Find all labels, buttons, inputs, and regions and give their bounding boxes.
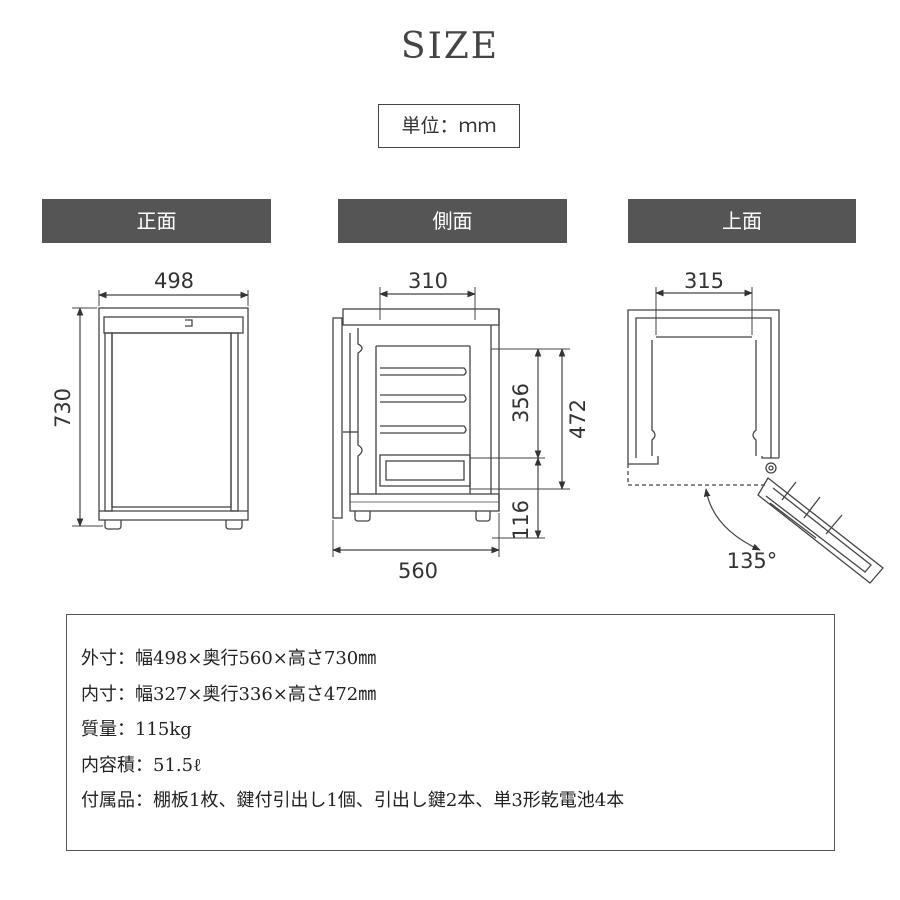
front-height-label: 730 <box>51 388 75 428</box>
spec-outer-dimensions: 外寸：幅498×奥行560×高さ730㎜ <box>81 648 377 669</box>
front-view-header: 正面 <box>42 199 271 243</box>
unit-label: 単位：ｍｍ <box>378 104 520 148</box>
specifications-box: 外寸：幅498×奥行560×高さ730㎜ 内寸：幅327×奥行336×高さ472… <box>66 614 835 851</box>
spec-weight: 質量：115kg <box>81 719 192 740</box>
page-title: SIZE <box>400 26 500 67</box>
side-view-drawing <box>332 287 570 557</box>
side-depth-label: 560 <box>398 559 438 583</box>
top-inner-width-label: 315 <box>684 269 724 293</box>
side-472-label: 472 <box>566 399 590 439</box>
side-116-label: 116 <box>509 500 533 540</box>
spec-inner-dimensions: 内寸：幅327×奥行336×高さ472㎜ <box>81 683 377 705</box>
top-view-header: 上面 <box>628 199 856 243</box>
side-inner-width-label: 310 <box>408 269 448 293</box>
side-view-header: 側面 <box>338 199 567 243</box>
spec-accessories: 付属品：棚板1枚、鍵付引出し1個、引出し鍵2本、単3形乾電池4本 <box>81 790 625 811</box>
top-view-drawing <box>627 287 884 584</box>
side-356-label: 356 <box>509 383 533 423</box>
front-width-label: 498 <box>154 269 194 293</box>
spec-capacity: 内容積：51.5ℓ <box>81 754 202 776</box>
front-view-drawing <box>72 290 249 530</box>
door-angle-label: 135° <box>727 549 778 573</box>
dimension-drawings: 498 730 <box>51 269 884 584</box>
